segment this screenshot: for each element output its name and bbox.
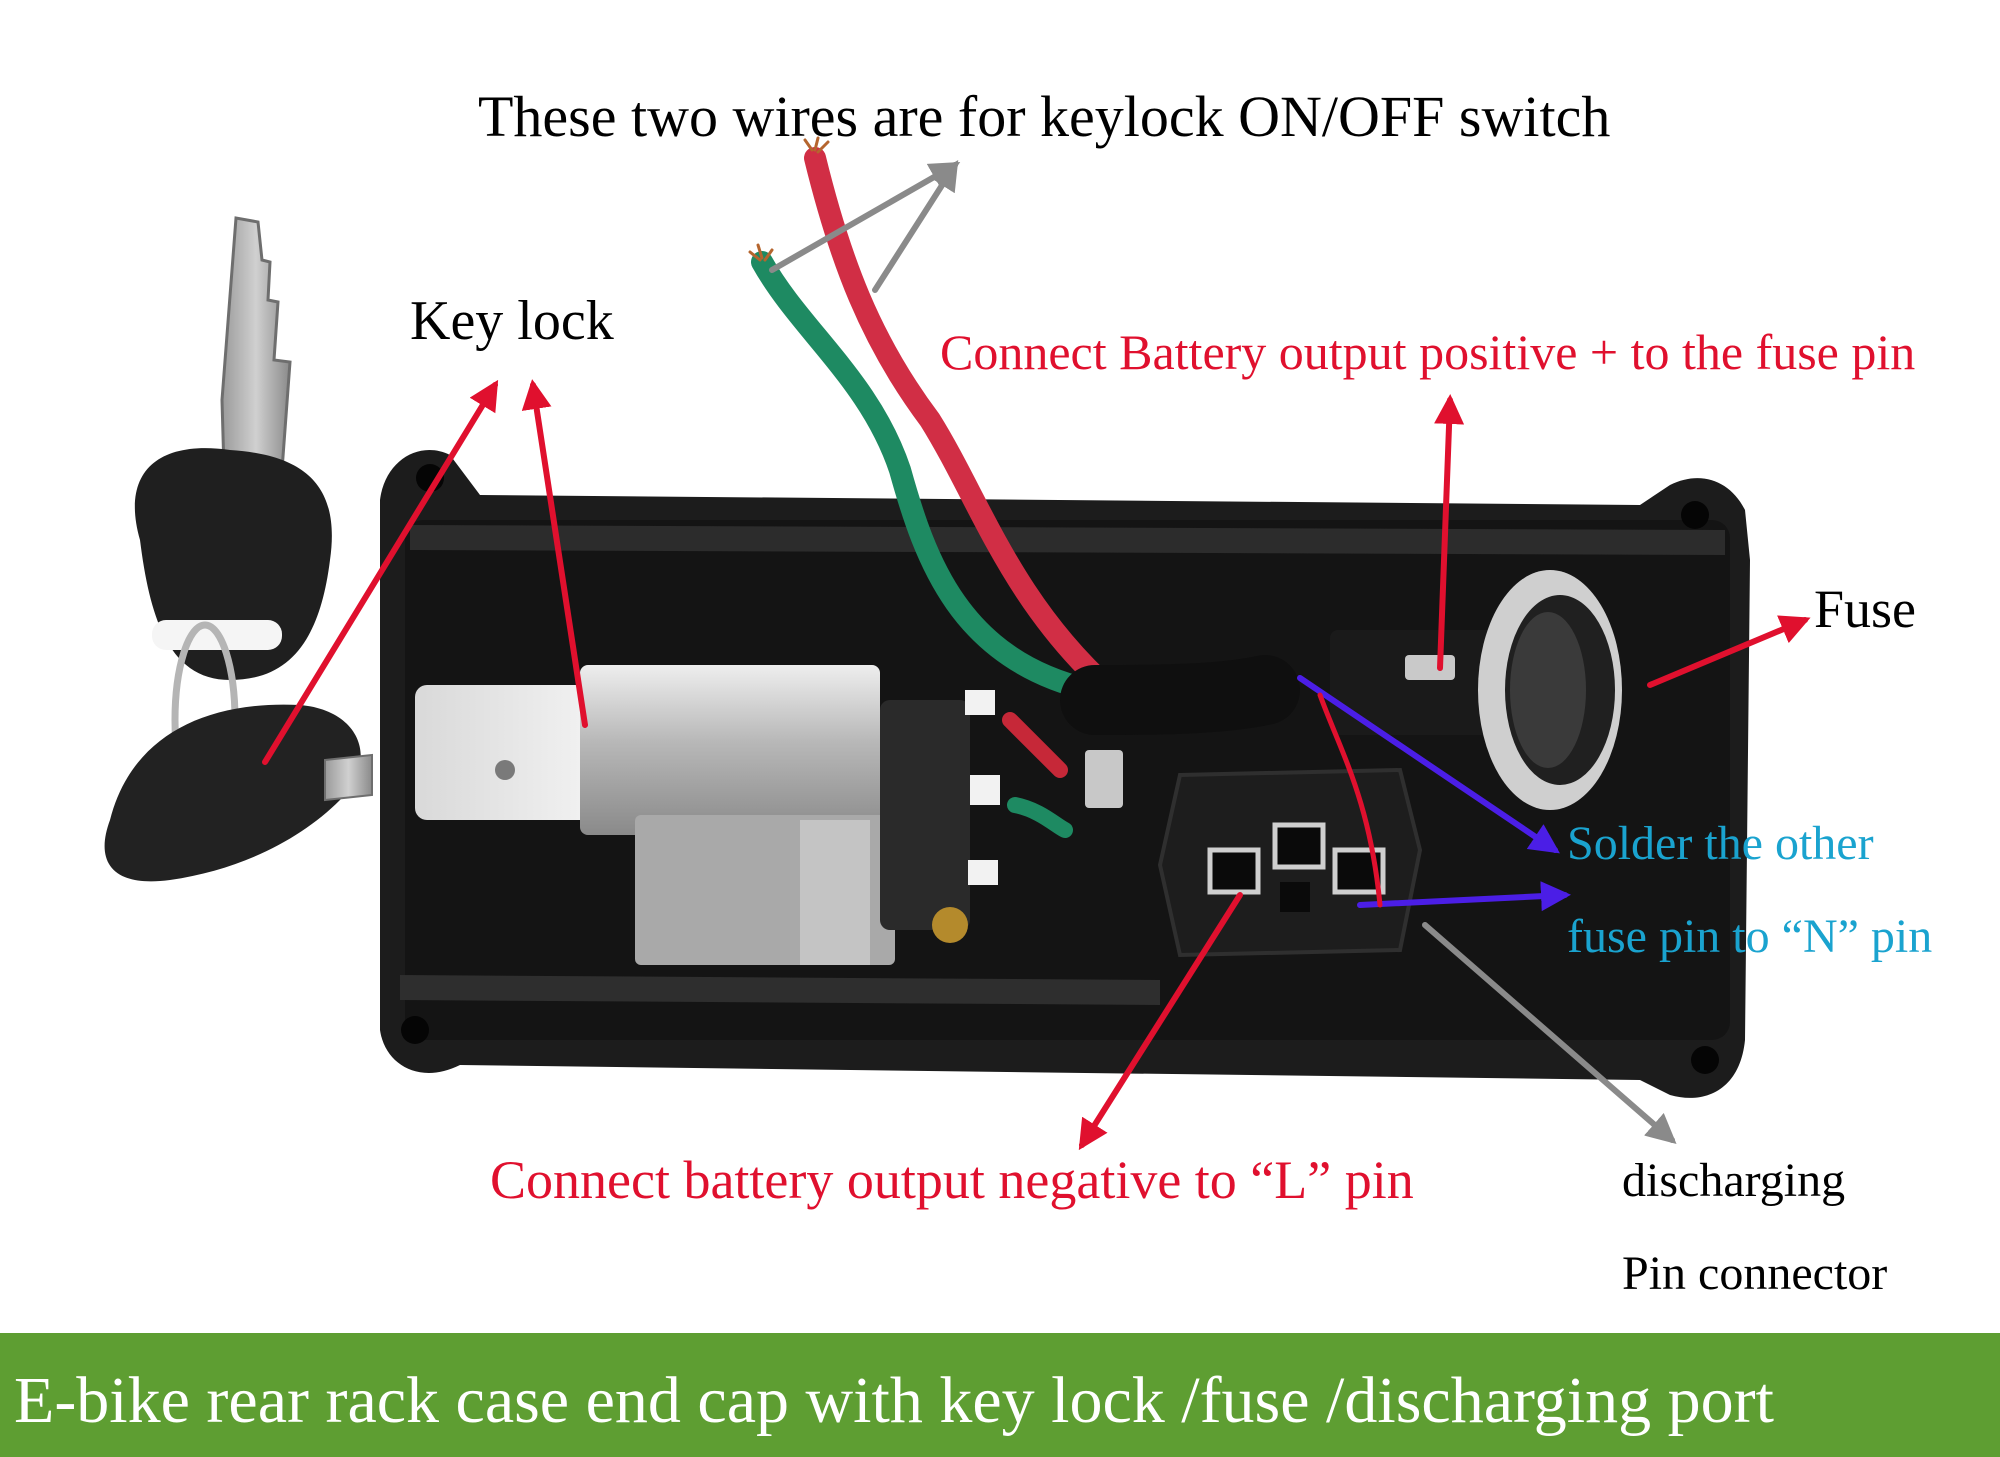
- switch-housing: [880, 700, 970, 930]
- red-wire-inner: [1002, 712, 1068, 778]
- pin-slot-l: [1207, 847, 1261, 895]
- lock-body-main: [580, 665, 880, 835]
- fuse-cap-edge: [1510, 612, 1586, 768]
- terminal-tab: [1085, 750, 1123, 808]
- arrow-discharging: [1422, 922, 1677, 1144]
- annotation-arrows: [262, 159, 1811, 1151]
- arrow-wire-red: [872, 159, 959, 293]
- white-spacer-mid: [970, 775, 1000, 805]
- switch-screw: [932, 907, 968, 943]
- white-spacer-top: [965, 690, 995, 715]
- keys: [104, 216, 373, 882]
- label-discharging-line-1: discharging: [1622, 1154, 1846, 1207]
- caption-banner: E-bike rear rack case end cap with key l…: [0, 1333, 2000, 1457]
- label-key-lock: Key lock: [410, 290, 614, 352]
- red-wire: [804, 147, 1121, 701]
- key-blade-upper: [220, 216, 292, 472]
- red-wire-tip: [803, 136, 830, 154]
- pin-slot-center: [1280, 882, 1310, 912]
- case-bottom-ridge: [400, 975, 1160, 1005]
- label-keylock-wires: These two wires are for keylock ON/OFF s…: [478, 84, 1611, 149]
- key-blade-lower: [324, 753, 373, 802]
- key-lock-cylinder: [415, 665, 895, 965]
- fuse-holder: [1330, 570, 1622, 810]
- key-head-lower: [104, 704, 361, 882]
- green-wire-tip: [748, 243, 774, 262]
- case-top-rim: [410, 525, 1725, 555]
- label-battery-positive: Connect Battery output positive + to the…: [940, 324, 1916, 380]
- discharging-connector: [1157, 767, 1423, 958]
- green-wire-inner: [1007, 797, 1073, 838]
- lock-rivet: [495, 760, 515, 780]
- arrow-fuse-pin: [1434, 394, 1465, 671]
- arrow-solder-fuse: [1297, 675, 1560, 854]
- arrow-negative: [1078, 892, 1243, 1151]
- green-wire: [751, 251, 1101, 701]
- label-solder-line-2: fuse pin to “N” pin: [1567, 910, 1933, 963]
- label-solder-line-1: Solder the other: [1567, 817, 1874, 870]
- lock-body-step: [800, 820, 870, 965]
- pin-slot-ground: [1272, 822, 1326, 870]
- label-fuse: Fuse: [1814, 579, 1917, 639]
- arrow-solder-n: [1357, 881, 1571, 912]
- label-battery-negative: Connect battery output negative to “L” p…: [490, 1150, 1414, 1210]
- arrow-fuse: [1647, 615, 1811, 688]
- arrow-wire-green: [769, 162, 961, 273]
- arrow-keylock-to-key: [262, 379, 499, 765]
- screw-hole-tr: [1681, 501, 1709, 529]
- arrow-keylock-to-cylinder: [521, 379, 588, 728]
- switch-block: [880, 690, 1123, 943]
- keylock-wires: [748, 136, 1300, 838]
- fuse-pin: [1405, 655, 1455, 680]
- caption-text: E-bike rear rack case end cap with key l…: [14, 1364, 1774, 1437]
- red-solder-line: [1317, 692, 1383, 908]
- heat-shrink: [1060, 655, 1300, 735]
- fuse-base: [1330, 630, 1500, 735]
- label-discharging-line-2: Pin connector: [1622, 1247, 1888, 1300]
- white-spacer-low: [968, 860, 998, 885]
- screw-hole-br: [1691, 1046, 1719, 1074]
- screw-hole-bl: [401, 1016, 429, 1044]
